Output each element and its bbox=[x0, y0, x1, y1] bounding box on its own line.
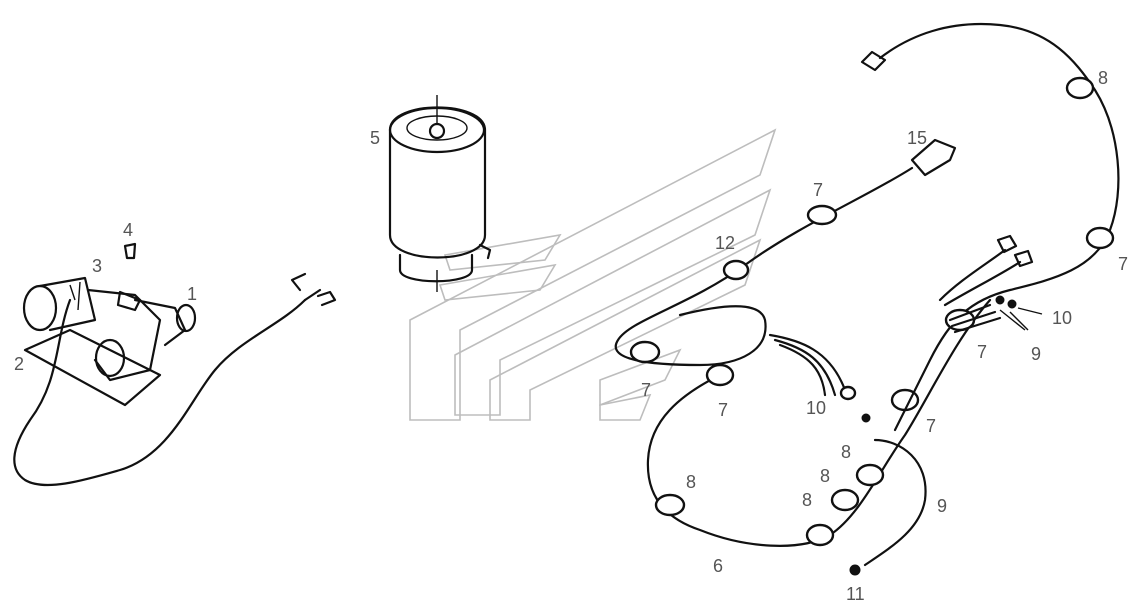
main-harness bbox=[646, 298, 992, 576]
callout-9b: 9 bbox=[937, 496, 947, 516]
callout-8b: 8 bbox=[686, 472, 696, 492]
callout-labels: 1 2 3 4 5 6 7 7 7 7 7 7 8 8 8 8 8 9 9 10… bbox=[14, 68, 1128, 604]
leader-lines bbox=[999, 307, 1043, 331]
callout-2: 2 bbox=[14, 354, 24, 374]
callout-8c: 8 bbox=[802, 490, 812, 510]
callout-7c: 7 bbox=[718, 400, 728, 420]
callout-10b: 10 bbox=[806, 398, 826, 418]
callout-12: 12 bbox=[715, 233, 735, 253]
callout-7e: 7 bbox=[977, 342, 987, 362]
callout-6: 6 bbox=[713, 556, 723, 576]
callout-15: 15 bbox=[907, 128, 927, 148]
callout-5: 5 bbox=[370, 128, 380, 148]
callout-8e: 8 bbox=[841, 442, 851, 462]
callout-7d: 7 bbox=[926, 416, 936, 436]
callout-1: 1 bbox=[187, 284, 197, 304]
callout-11: 11 bbox=[846, 584, 865, 604]
upper-harness bbox=[860, 23, 1120, 432]
callout-7a: 7 bbox=[813, 180, 823, 200]
callout-8d: 8 bbox=[820, 466, 830, 486]
compressor-unit bbox=[13, 242, 337, 487]
sensor-line bbox=[614, 138, 957, 367]
callout-9a: 9 bbox=[1031, 344, 1041, 364]
filter-canister bbox=[388, 95, 492, 292]
callout-7f: 7 bbox=[1118, 254, 1128, 274]
callout-7b: 7 bbox=[641, 380, 651, 400]
callout-4: 4 bbox=[123, 220, 133, 240]
callout-3: 3 bbox=[92, 256, 102, 276]
callout-10a: 10 bbox=[1052, 308, 1072, 328]
callout-8a: 8 bbox=[1098, 68, 1108, 88]
fitting-4 bbox=[123, 242, 137, 260]
